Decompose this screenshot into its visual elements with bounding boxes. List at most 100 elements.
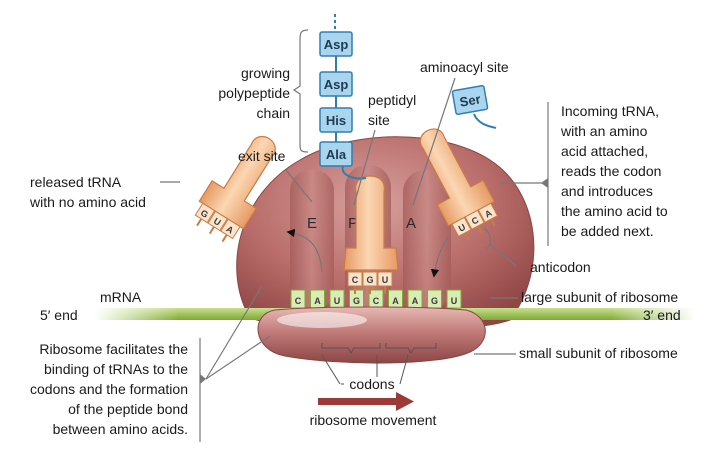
- exit-site-slot: [290, 170, 334, 310]
- svg-text:G: G: [366, 275, 373, 285]
- peptidyl-anticodon-base-2: G: [362, 271, 378, 294]
- ribosome-movement-label: ribosome movement: [310, 412, 437, 428]
- released-anticodon-base-3: A: [220, 218, 241, 243]
- aminoacyl-site-slot: [403, 170, 451, 310]
- aminoacyl-site-label: aminoacyl site: [420, 59, 509, 75]
- svg-text:Ser: Ser: [458, 91, 481, 109]
- entry-movement-arrow: [430, 237, 449, 278]
- svg-text:C: C: [373, 296, 380, 306]
- three-prime-label: 3′ end: [643, 307, 681, 323]
- incoming-trna: UCA: [419, 128, 499, 241]
- svg-text:C: C: [295, 296, 302, 306]
- small-subunit-highlight: [277, 312, 367, 328]
- peptidyl-label-line2: site: [368, 112, 390, 128]
- svg-text:C: C: [352, 275, 359, 285]
- released-trna-label-line1: released tRNA: [30, 174, 122, 190]
- incoming-anticodon-base-2: C: [464, 209, 485, 234]
- svg-text:of the peptide bond: of the peptide bond: [68, 401, 188, 417]
- svg-text:U: U: [457, 222, 467, 234]
- exit-site-leader: [285, 169, 313, 203]
- peptidyl-leader: [353, 129, 376, 206]
- anticodon-label: anticodon: [530, 259, 591, 275]
- amino-acid-his-3: His: [319, 107, 353, 133]
- peptidyl-label-line1: peptidyl: [368, 92, 416, 108]
- svg-text:A: A: [314, 296, 321, 306]
- chain-link: [341, 165, 367, 180]
- svg-text:binding of tRNAs to the: binding of tRNAs to the: [44, 361, 188, 377]
- five-prime-label: 5′ end: [40, 307, 78, 323]
- incoming-trna-description: Incoming tRNA, with an amino acid attach…: [500, 102, 668, 246]
- amino-acid-asp-2: Asp: [319, 71, 353, 97]
- small-subunit-label: small subunit of ribosome: [519, 345, 678, 361]
- svg-text:His: His: [326, 113, 346, 128]
- svg-text:G: G: [199, 208, 210, 220]
- svg-text:U: U: [334, 296, 341, 306]
- released-anticodon-base-1: G: [194, 202, 216, 227]
- amino-acid-asp-1: Asp: [319, 31, 353, 57]
- mrna-base-2: A: [310, 289, 325, 309]
- mrna-base-5: C: [368, 289, 384, 309]
- anticodon-leader: [489, 243, 517, 267]
- svg-text:the amino acid to: the amino acid to: [561, 203, 668, 219]
- incoming-anticodon-base-3: A: [477, 202, 499, 227]
- svg-text:and introduces: and introduces: [561, 183, 653, 199]
- svg-text:A: A: [392, 296, 399, 306]
- released-trna-label-line2: with no amino acid: [29, 194, 146, 210]
- codon-braces: [321, 343, 437, 385]
- codons-label: codons: [349, 376, 394, 392]
- released-trna: GUA: [194, 135, 276, 243]
- svg-text:chain: chain: [257, 105, 290, 121]
- svg-text:U: U: [451, 296, 458, 306]
- anticodon-brace: [483, 227, 491, 251]
- mrna-base-8: G: [427, 289, 442, 309]
- mrna-label: mRNA: [100, 289, 142, 305]
- svg-text:acid attached,: acid attached,: [561, 143, 648, 159]
- svg-text:Ala: Ala: [326, 147, 347, 162]
- mrna-base-6: A: [388, 289, 403, 309]
- exit-movement-arrow: [286, 228, 323, 273]
- svg-text:be added next.: be added next.: [561, 223, 654, 239]
- site-letter-p: P: [348, 215, 358, 232]
- aminoacyl-leader: [412, 77, 456, 206]
- svg-text:Ribosome facilitates the: Ribosome facilitates the: [39, 341, 188, 357]
- large-subunit-label: large subunit of ribosome: [521, 289, 678, 305]
- svg-text:between amino acids.: between amino acids.: [53, 421, 188, 437]
- peptidyl-anticodon-base-1: C: [347, 271, 363, 294]
- ribosome-role-description: Ribosome facilitates the binding of tRNA…: [30, 285, 271, 442]
- svg-text:codons and the formation: codons and the formation: [30, 381, 188, 397]
- growing-chain-label: growing polypeptide chain: [218, 29, 309, 153]
- svg-text:U: U: [382, 275, 389, 285]
- svg-text:U: U: [212, 216, 223, 228]
- amino-acid-ser: Ser: [451, 84, 489, 116]
- svg-text:A: A: [412, 296, 419, 306]
- mrna-base-4: G: [349, 289, 364, 309]
- svg-text:Asp: Asp: [324, 77, 349, 92]
- svg-text:polypeptide: polypeptide: [218, 85, 290, 101]
- svg-text:Asp: Asp: [324, 37, 349, 52]
- amino-acid-ala-4: Ala: [319, 141, 353, 167]
- site-letter-e: E: [307, 215, 317, 232]
- mrna-base-3: U: [329, 289, 345, 309]
- site-letter-a: A: [406, 215, 416, 232]
- incoming-anticodon-base-1: U: [451, 216, 472, 241]
- svg-text:G: G: [353, 296, 360, 306]
- peptidyl-anticodon-base-3: U: [377, 271, 393, 294]
- svg-text:Incoming tRNA,: Incoming tRNA,: [561, 103, 659, 119]
- ribosome-movement-arrow: [318, 392, 414, 411]
- mrna-base-9: U: [446, 289, 462, 309]
- released-anticodon-base-2: U: [207, 210, 229, 235]
- mrna-base-7: A: [407, 289, 423, 309]
- svg-text:G: G: [431, 296, 438, 306]
- svg-text:with an amino: with an amino: [560, 123, 648, 139]
- exit-site-label: exit site: [238, 148, 286, 164]
- svg-text:C: C: [470, 215, 481, 227]
- svg-text:reads the codon: reads the codon: [561, 163, 661, 179]
- ser-link: [473, 113, 497, 129]
- svg-text:A: A: [224, 224, 235, 236]
- mrna-base-1: C: [290, 289, 306, 309]
